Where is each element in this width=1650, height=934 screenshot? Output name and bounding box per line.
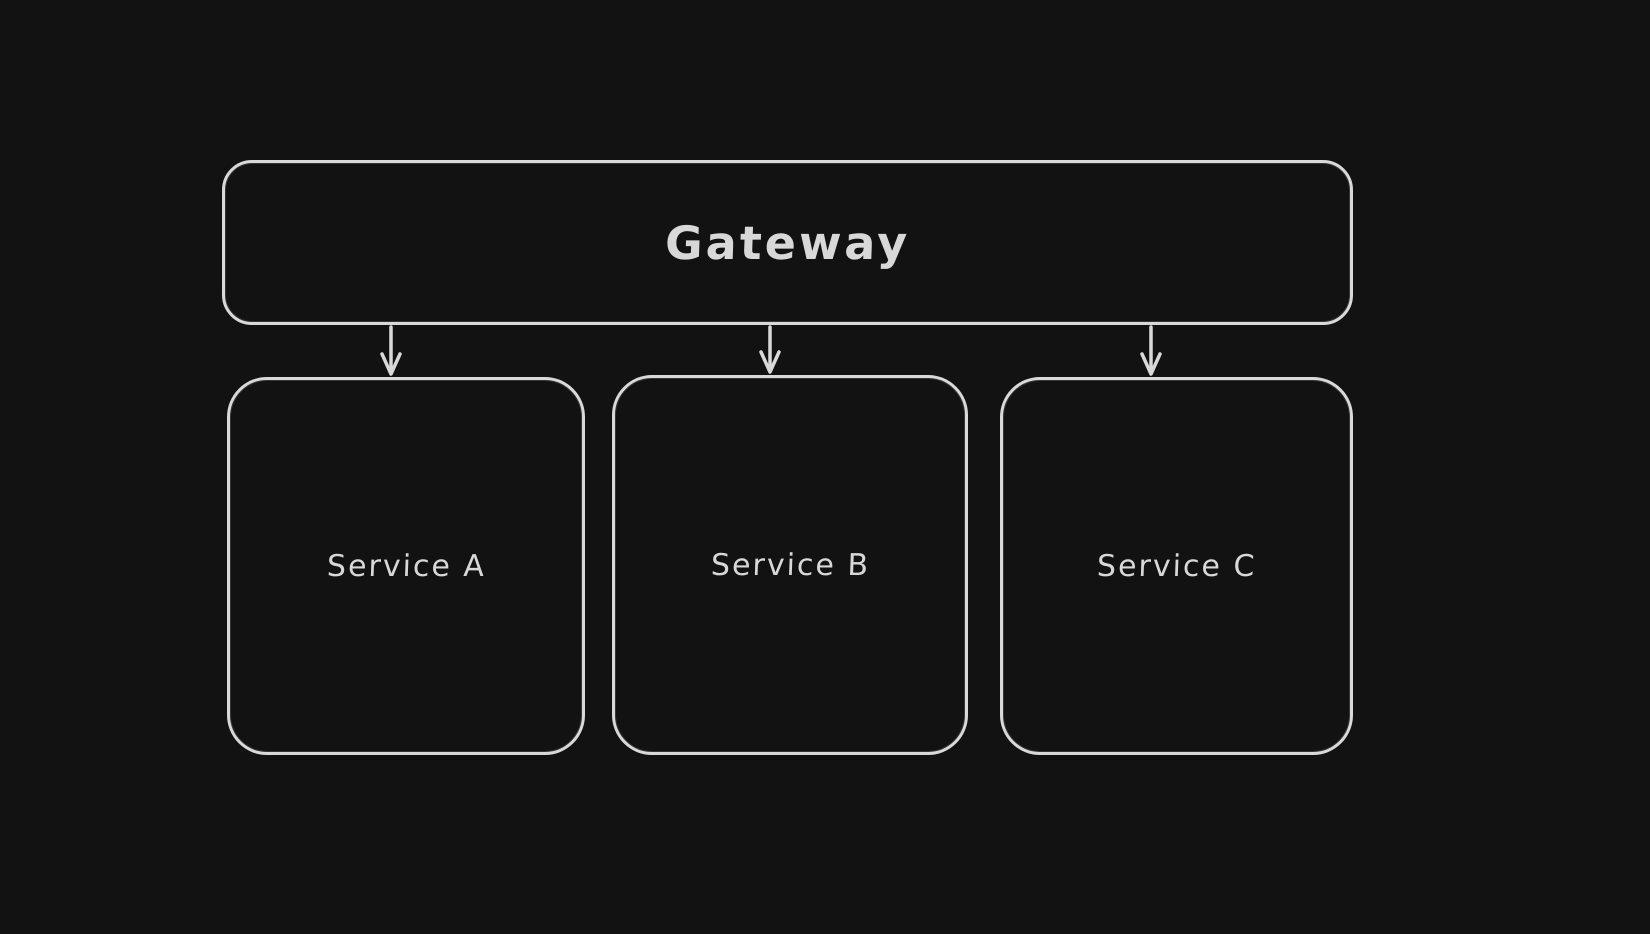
arrow-gateway-to-service-c[interactable] (1140, 325, 1162, 376)
arrow-gateway-to-service-a[interactable] (380, 325, 402, 376)
node-service-a[interactable]: Service A (227, 377, 585, 755)
node-service-c-label: Service C (1096, 548, 1257, 584)
node-service-b-label: Service B (709, 547, 871, 583)
node-service-b[interactable]: Service B (612, 375, 968, 755)
node-service-a-label: Service A (325, 548, 487, 584)
node-gateway[interactable]: Gateway (222, 160, 1353, 325)
node-gateway-label: Gateway (664, 215, 911, 270)
arrow-gateway-to-service-b[interactable] (759, 325, 781, 374)
node-service-c[interactable]: Service C (1000, 377, 1353, 755)
